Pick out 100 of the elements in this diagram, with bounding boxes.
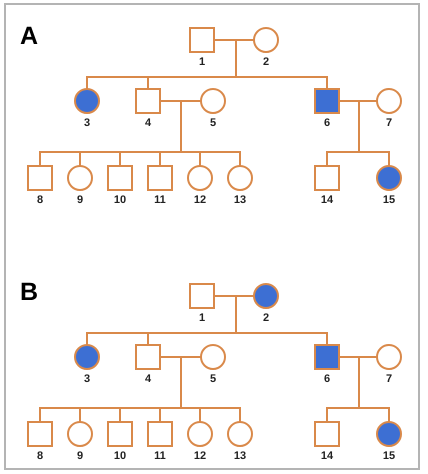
female-circle: [376, 344, 402, 370]
female-circle: [67, 421, 93, 447]
individual-number: 4: [144, 117, 152, 129]
pedigree-line: [358, 356, 360, 409]
male-square: [27, 165, 53, 191]
individual-number: 7: [384, 373, 394, 385]
individual-number: 14: [320, 194, 334, 206]
individual-number: 15: [382, 450, 396, 462]
pedigree-line: [199, 407, 241, 422]
pedigree-line: [79, 407, 121, 409]
female-circle: [227, 165, 253, 191]
pedigree-line: [147, 76, 149, 89]
male-square: [107, 421, 133, 447]
panel-letter: B: [20, 279, 38, 305]
pedigree-line: [235, 39, 237, 78]
pedigree-line: [86, 76, 149, 89]
pedigree-line: [180, 356, 182, 409]
pedigree-line: [160, 100, 182, 102]
individual-number: 12: [192, 194, 208, 206]
pedigree-line: [119, 151, 161, 153]
pedigree-line: [235, 76, 328, 89]
pedigree-line: [147, 332, 149, 345]
affected-female-circle: [74, 344, 100, 370]
affected-female-circle: [376, 165, 402, 191]
pedigree-line: [147, 332, 237, 334]
female-circle: [227, 421, 253, 447]
affected-male-square: [314, 88, 340, 114]
male-square: [147, 165, 173, 191]
male-square: [147, 421, 173, 447]
individual-number: 13: [232, 194, 248, 206]
female-circle: [376, 88, 402, 114]
pedigree-line: [160, 356, 182, 358]
male-square: [189, 27, 215, 53]
individual-number: 6: [322, 117, 332, 129]
pedigree-line: [199, 151, 201, 166]
pedigree-line: [358, 407, 390, 422]
pedigree-line: [79, 151, 81, 166]
pedigree-line: [214, 39, 237, 41]
individual-number: 8: [36, 194, 44, 206]
male-square: [135, 88, 161, 114]
individual-number: 1: [198, 312, 206, 324]
male-square: [314, 165, 340, 191]
pedigree-line: [159, 407, 161, 422]
pedigree-line: [119, 151, 121, 166]
affected-female-circle: [74, 88, 100, 114]
affected-male-square: [314, 344, 340, 370]
pedigree-line: [339, 356, 360, 358]
individual-number: 3: [82, 117, 92, 129]
pedigree-line: [199, 151, 241, 166]
pedigree-line: [235, 332, 328, 345]
male-square: [189, 283, 215, 309]
pedigree-line: [235, 39, 254, 41]
individual-number: 10: [112, 194, 128, 206]
pedigree-line: [326, 151, 360, 166]
male-square: [135, 344, 161, 370]
female-circle: [187, 165, 213, 191]
individual-number: 5: [208, 373, 218, 385]
pedigree-line: [159, 407, 182, 409]
pedigree-line: [119, 407, 161, 409]
individual-number: 2: [262, 312, 270, 324]
female-circle: [200, 344, 226, 370]
pedigree-line: [235, 295, 254, 297]
pedigree-line: [147, 76, 237, 78]
pedigree-line: [199, 407, 201, 422]
pedigree-line: [180, 100, 182, 153]
pedigree-line: [235, 295, 237, 334]
individual-number: 8: [36, 450, 44, 462]
panel-letter: A: [20, 23, 38, 49]
individual-number: 3: [82, 373, 92, 385]
pedigree-line: [159, 151, 182, 153]
pedigree-line: [79, 151, 121, 153]
affected-female-circle: [253, 283, 279, 309]
individual-number: 2: [262, 56, 270, 68]
male-square: [107, 165, 133, 191]
individual-number: 5: [208, 117, 218, 129]
individual-number: 9: [76, 450, 84, 462]
affected-female-circle: [376, 421, 402, 447]
individual-number: 6: [322, 373, 332, 385]
pedigree-line: [159, 151, 161, 166]
pedigree-line: [180, 100, 201, 102]
male-square: [27, 421, 53, 447]
pedigree-line: [358, 356, 377, 358]
individual-number: 9: [76, 194, 84, 206]
individual-number: 1: [198, 56, 206, 68]
individual-number: 7: [384, 117, 394, 129]
pedigree-line: [180, 151, 201, 153]
individual-number: 13: [232, 450, 248, 462]
pedigree-line: [180, 407, 201, 409]
individual-number: 14: [320, 450, 334, 462]
pedigree-line: [358, 151, 390, 166]
individual-number: 15: [382, 194, 396, 206]
female-circle: [200, 88, 226, 114]
pedigree-line: [86, 332, 149, 345]
individual-number: 10: [112, 450, 128, 462]
pedigree-line: [326, 407, 360, 422]
female-circle: [67, 165, 93, 191]
individual-number: 12: [192, 450, 208, 462]
pedigree-line: [39, 407, 81, 422]
pedigree-line: [214, 295, 237, 297]
pedigree-line: [339, 100, 360, 102]
